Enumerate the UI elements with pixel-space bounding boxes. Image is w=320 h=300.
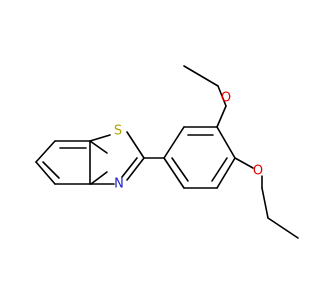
bond <box>183 65 219 87</box>
atom-propoxy-oxygen: O <box>253 164 263 179</box>
bond <box>216 157 236 189</box>
atom-nitrogen: N <box>114 177 124 192</box>
bond <box>216 105 227 128</box>
bond <box>35 161 56 185</box>
bond <box>163 157 185 189</box>
bond <box>261 187 269 219</box>
benzo-ring <box>35 140 108 185</box>
bond <box>216 126 236 159</box>
bond-inner <box>171 157 189 182</box>
bond <box>234 157 254 169</box>
bond-inner <box>42 161 60 179</box>
atom-methoxy-oxygen: O <box>221 91 231 106</box>
bond <box>163 126 185 159</box>
propoxy-group <box>234 157 299 239</box>
atom-sulfur: S <box>114 124 122 139</box>
bond <box>90 171 108 185</box>
bond <box>35 140 56 163</box>
bond <box>126 131 145 159</box>
bond <box>89 140 108 154</box>
molecule-structure: S N O O <box>35 65 299 239</box>
bond-inner <box>211 157 228 182</box>
phenyl-ring <box>163 126 236 189</box>
thiazole-ring <box>89 131 145 185</box>
bond <box>89 134 111 142</box>
bond-inner <box>121 157 138 178</box>
bond <box>267 217 299 239</box>
methoxy-group <box>183 65 227 128</box>
bond <box>126 157 145 181</box>
bond <box>217 85 227 107</box>
